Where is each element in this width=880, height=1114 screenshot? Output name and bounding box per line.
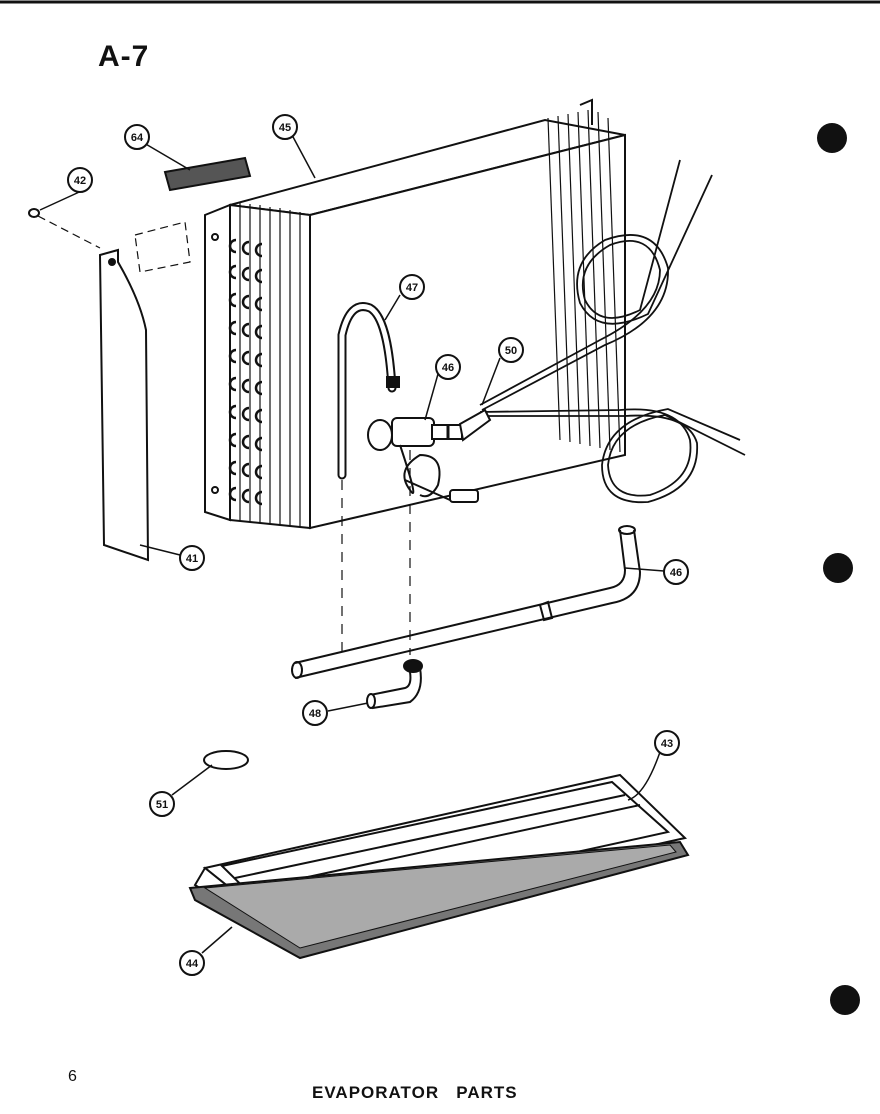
svg-text:48: 48 bbox=[309, 708, 321, 720]
page-number: 6 bbox=[68, 1068, 77, 1085]
gasket-strip-64 bbox=[163, 156, 252, 192]
svg-text:64: 64 bbox=[131, 132, 144, 144]
callout-51: 51 bbox=[149, 791, 175, 817]
svg-text:46: 46 bbox=[670, 567, 682, 579]
callout-47: 47 bbox=[399, 274, 425, 300]
binder-hole-middle bbox=[823, 553, 853, 583]
drain-pipe-46 bbox=[291, 525, 642, 679]
callouts: 41 42 43 44 45 46 46 47 48 50 51 64 bbox=[67, 114, 689, 976]
elbow-fitting-48 bbox=[366, 659, 423, 710]
capillary-tubes bbox=[479, 159, 746, 504]
svg-text:51: 51 bbox=[156, 799, 168, 811]
callout-42: 42 bbox=[67, 167, 93, 193]
screw-42 bbox=[28, 208, 101, 249]
svg-text:46: 46 bbox=[442, 362, 454, 374]
svg-text:43: 43 bbox=[661, 738, 673, 750]
callout-50: 50 bbox=[498, 337, 524, 363]
insulation-pad-44 bbox=[188, 840, 690, 960]
binder-hole-top bbox=[817, 123, 847, 153]
svg-text:41: 41 bbox=[186, 553, 198, 565]
side-baffle bbox=[98, 248, 150, 562]
svg-text:45: 45 bbox=[279, 122, 291, 134]
svg-text:47: 47 bbox=[406, 282, 418, 294]
svg-text:44: 44 bbox=[186, 958, 199, 970]
page-id: A-7 bbox=[98, 40, 150, 73]
callout-43: 43 bbox=[654, 730, 680, 756]
binder-hole-bottom bbox=[830, 985, 860, 1015]
callout-48: 48 bbox=[302, 700, 328, 726]
callout-46-valve: 46 bbox=[435, 354, 461, 380]
callout-64: 64 bbox=[124, 124, 150, 150]
diagram-caption: EVAPORATOR PARTS bbox=[312, 1083, 518, 1102]
valve-assembly bbox=[367, 408, 492, 503]
baffle-mounting-outline bbox=[134, 221, 191, 273]
svg-text:50: 50 bbox=[505, 345, 517, 357]
assembly-guides bbox=[341, 450, 411, 655]
tube-nut bbox=[386, 376, 400, 388]
callout-44: 44 bbox=[179, 950, 205, 976]
o-ring-51 bbox=[203, 750, 249, 770]
evaporator-coil bbox=[204, 98, 626, 530]
callout-46-pipe: 46 bbox=[663, 559, 689, 585]
svg-text:42: 42 bbox=[74, 175, 86, 187]
coil-return-bends bbox=[228, 238, 263, 506]
callout-41: 41 bbox=[179, 545, 205, 571]
callout-45: 45 bbox=[272, 114, 298, 140]
